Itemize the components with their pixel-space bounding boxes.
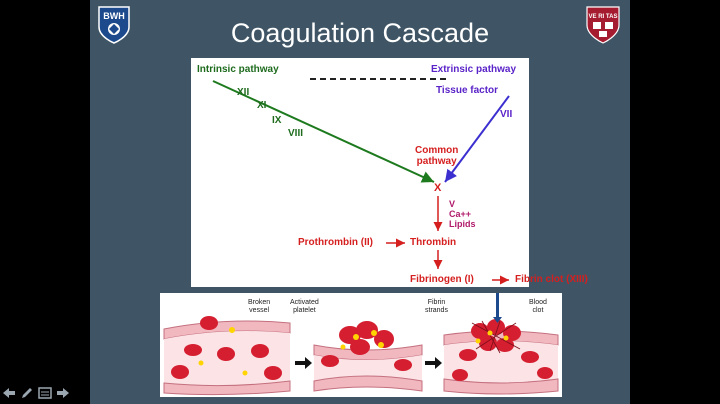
- bwh-logo-text: BWH: [103, 11, 125, 21]
- activated-platelet-panel: [313, 321, 423, 392]
- blood-clot-caption: Blood clot: [529, 299, 547, 314]
- fibrinogen-label: Fibrinogen (I): [410, 274, 474, 285]
- vessel-drawings: [163, 293, 559, 396]
- thrombin-label: Thrombin: [410, 237, 457, 248]
- intrinsic-arrow: [212, 80, 435, 183]
- factor-x-label: X: [434, 182, 442, 194]
- vessel-illustration: Broken vessel Activated platelet Fibrin …: [160, 293, 562, 397]
- factor-xii-label: XII: [237, 87, 250, 98]
- common-pathway-label: Common pathway: [415, 145, 459, 167]
- blood-clot-panel: [443, 293, 559, 395]
- harvard-shield-logo: VE RI TAS: [585, 5, 621, 50]
- slide: BWH VE RI TAS Coagulation Cascade: [90, 0, 630, 404]
- bwh-logo: BWH: [97, 5, 131, 50]
- broken-vessel-caption: Broken vessel: [248, 299, 271, 314]
- cascade-lines: [212, 78, 510, 285]
- intrinsic-pathway-label: Intrinsic pathway: [197, 64, 279, 75]
- activated-platelet-caption: Activated platelet: [290, 299, 319, 314]
- factor-ix-label: IX: [272, 115, 282, 126]
- tissue-factor-label: Tissue factor: [436, 85, 499, 96]
- next-arrow-icon[interactable]: [56, 386, 70, 400]
- factor-viii-label: VIII: [288, 128, 304, 139]
- shield-motto: VE RI TAS: [589, 14, 618, 20]
- prev-arrow-icon[interactable]: [2, 386, 16, 400]
- slideshow-controls: [2, 386, 70, 402]
- extrinsic-pathway-label: Extrinsic pathway: [431, 64, 517, 75]
- slide-title: Coagulation Cascade: [230, 18, 490, 48]
- cascade-diagram: Intrinsic pathway Extrinsic pathway Tiss…: [191, 58, 588, 287]
- menu-icon[interactable]: [38, 386, 52, 400]
- factor-xi-label: XI: [257, 100, 267, 111]
- pointer-bar: [496, 293, 499, 319]
- fibrin-clot-label: Fibrin clot (XIII): [515, 274, 588, 285]
- factor-vii-label: VII: [500, 109, 513, 120]
- pen-icon[interactable]: [20, 386, 34, 400]
- broken-vessel-panel: [163, 316, 291, 396]
- prothrombin-label: Prothrombin (II): [298, 237, 373, 248]
- arrow-1: [295, 357, 312, 369]
- cofactors-label: V Ca++ Lipids: [449, 199, 476, 229]
- arrow-2: [425, 357, 442, 369]
- extrinsic-arrow: [444, 95, 510, 183]
- fibrin-strands-caption: Fibrin strands: [425, 299, 448, 314]
